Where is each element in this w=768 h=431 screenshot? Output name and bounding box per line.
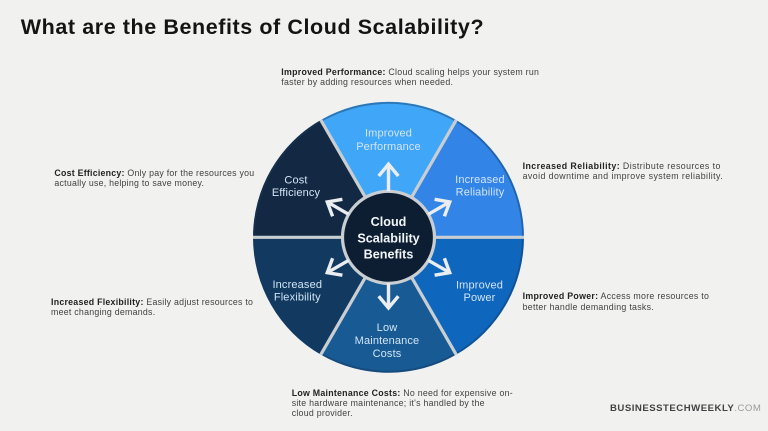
svg-text:Increased: Increased: [272, 279, 322, 291]
svg-text:Improved: Improved: [456, 280, 503, 292]
svg-text:Efficiency: Efficiency: [272, 187, 321, 199]
svg-text:Reliability: Reliability: [456, 186, 505, 198]
svg-text:Low: Low: [377, 322, 398, 334]
svg-text:Maintenance: Maintenance: [355, 335, 420, 347]
svg-text:Cloud: Cloud: [371, 215, 407, 229]
svg-text:Flexibility: Flexibility: [274, 292, 321, 304]
svg-text:Performance: Performance: [356, 141, 421, 153]
svg-text:Improved: Improved: [365, 128, 412, 140]
svg-text:Costs: Costs: [373, 348, 402, 360]
svg-text:Power: Power: [464, 292, 496, 304]
svg-text:Scalability: Scalability: [357, 231, 419, 245]
svg-text:Benefits: Benefits: [364, 248, 414, 262]
svg-text:Cost: Cost: [284, 174, 307, 186]
svg-text:Increased: Increased: [455, 174, 505, 186]
